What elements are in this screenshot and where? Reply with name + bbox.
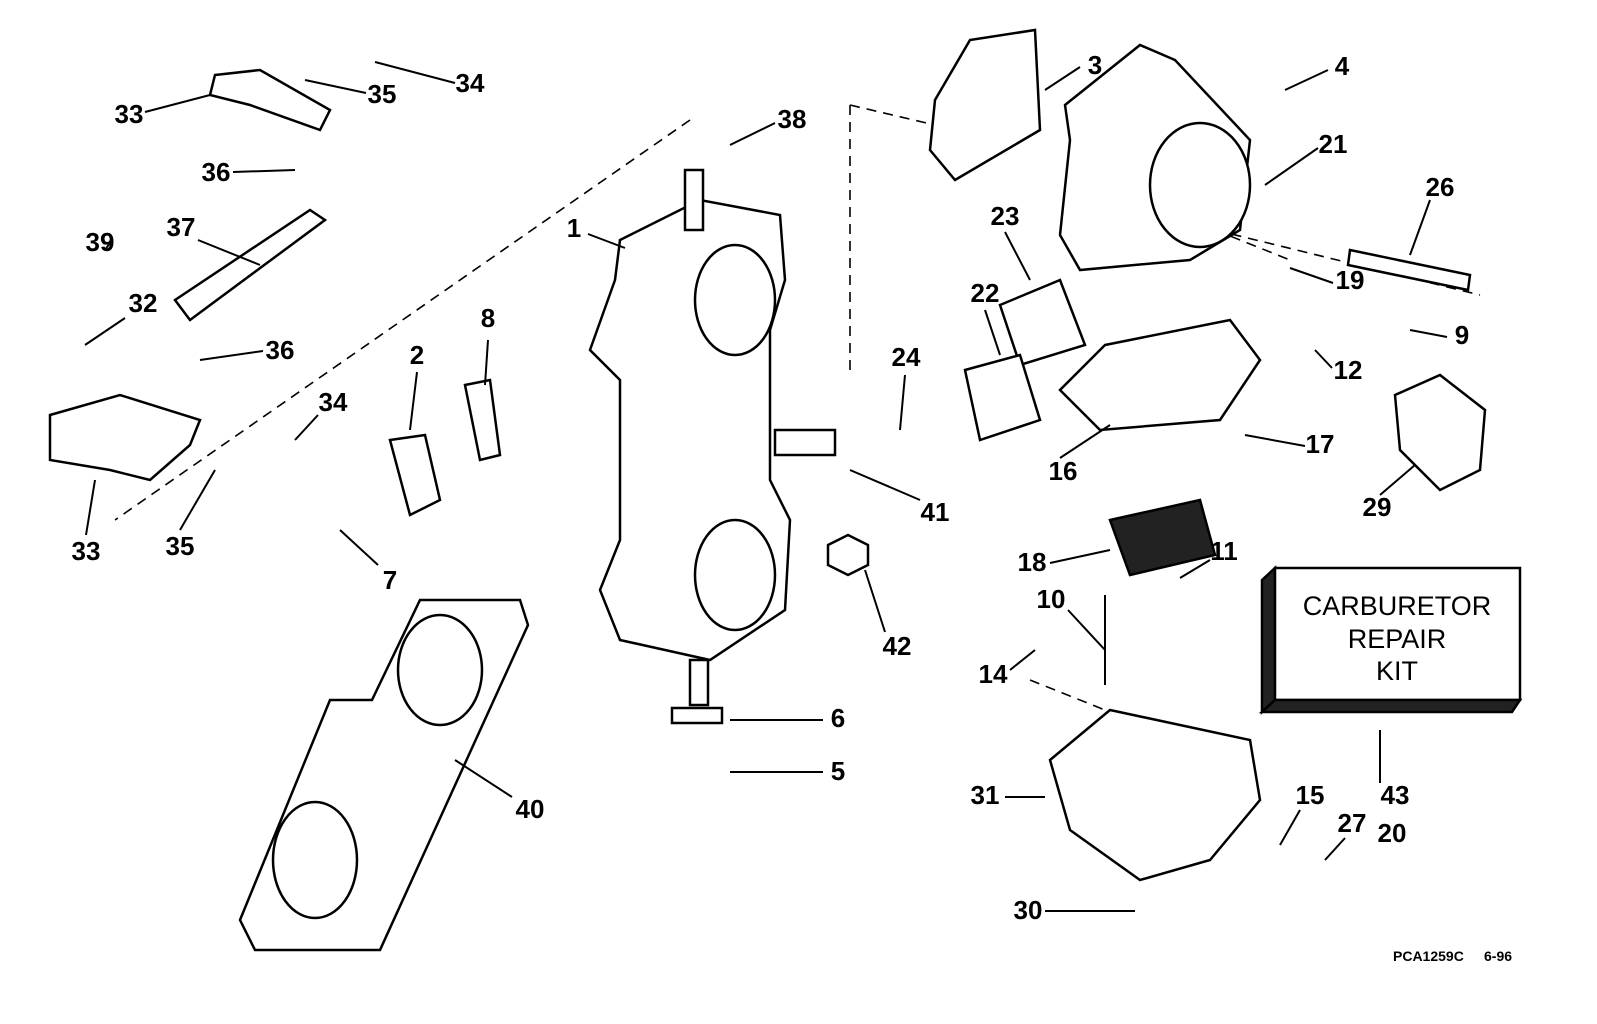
- callout-37: 37: [167, 212, 196, 242]
- callout-33-top: 33: [115, 99, 144, 129]
- shim-8: [463, 378, 502, 462]
- callout-1: 1: [567, 213, 581, 243]
- callout-5: 5: [831, 756, 845, 786]
- callout-12: 12: [1334, 355, 1363, 385]
- callout-15: 15: [1296, 780, 1325, 810]
- shim-2: [388, 433, 442, 517]
- callout-34-bottom: 34: [319, 387, 348, 417]
- callout-34-top: 34: [456, 68, 485, 98]
- callout-14: 14: [979, 659, 1008, 689]
- callout-39: 39: [86, 227, 115, 257]
- leader-lines: [84, 61, 1448, 912]
- callout-27: 27: [1338, 808, 1367, 838]
- fitting-41: [773, 428, 837, 457]
- callout-33-bottom: 33: [72, 536, 101, 566]
- callout-26: 26: [1426, 172, 1455, 202]
- callout-38: 38: [778, 104, 807, 134]
- gasket-3: [928, 28, 1042, 182]
- callout-7: 7: [383, 565, 397, 595]
- callout-11: 11: [1210, 536, 1238, 566]
- callout-8: 8: [481, 303, 495, 333]
- lever-33-bottom: [48, 393, 202, 482]
- callout-29: 29: [1363, 492, 1392, 522]
- callout-24: 24: [892, 342, 921, 372]
- plate-6: [670, 706, 724, 725]
- ring-29: [1393, 373, 1487, 492]
- kit-label-line2: REPAIR: [1348, 624, 1447, 654]
- callout-31: 31: [971, 780, 1000, 810]
- callout-23: 23: [991, 201, 1020, 231]
- callout-42: 42: [883, 631, 912, 661]
- callout-9: 9: [1455, 320, 1469, 350]
- repair-kit-box: CARBURETOR REPAIR KIT: [1258, 565, 1523, 715]
- diaphragm-23: [998, 278, 1087, 367]
- callout-4: 4: [1335, 51, 1350, 81]
- callout-36-bottom: 36: [266, 335, 295, 365]
- plate-22: [963, 353, 1042, 442]
- callout-36-top: 36: [202, 157, 231, 187]
- parts: [48, 28, 1487, 952]
- callout-21: 21: [1319, 129, 1348, 159]
- callout-16: 16: [1049, 456, 1078, 486]
- figure-code: PCA1259C: [1393, 948, 1464, 964]
- callout-10: 10: [1037, 584, 1066, 614]
- callout-2: 2: [410, 340, 424, 370]
- callout-17: 17: [1306, 429, 1335, 459]
- bolt-26: [1346, 248, 1472, 292]
- kit-label-line3: KIT: [1376, 656, 1418, 686]
- lever-33-top: [208, 68, 332, 132]
- float-bowl-31: [1048, 708, 1262, 882]
- callout-32: 32: [129, 288, 158, 318]
- gasket-16: [1058, 318, 1262, 432]
- callout-3: 3: [1088, 50, 1102, 80]
- figure-date: 6-96: [1484, 948, 1512, 964]
- link-37: [173, 208, 328, 322]
- callout-40: 40: [516, 794, 545, 824]
- nut-42: [826, 533, 870, 577]
- callout-20: 20: [1378, 818, 1407, 848]
- kit-label-line1: CARBURETOR: [1303, 591, 1492, 621]
- callout-35-top: 35: [368, 79, 397, 109]
- callout-35-bottom: 35: [166, 531, 195, 561]
- callout-labels: 1 2 3 4 5 6 7 8 9 10 11 12 14 15 16 17 1…: [72, 50, 1470, 925]
- callout-43: 43: [1381, 780, 1410, 810]
- callout-30: 30: [1014, 895, 1043, 925]
- float-18: [1108, 498, 1217, 577]
- callout-19: 19: [1336, 265, 1365, 295]
- callout-41: 41: [921, 497, 950, 527]
- callout-6: 6: [831, 703, 845, 733]
- callout-18: 18: [1018, 547, 1047, 577]
- callout-22: 22: [971, 278, 1000, 308]
